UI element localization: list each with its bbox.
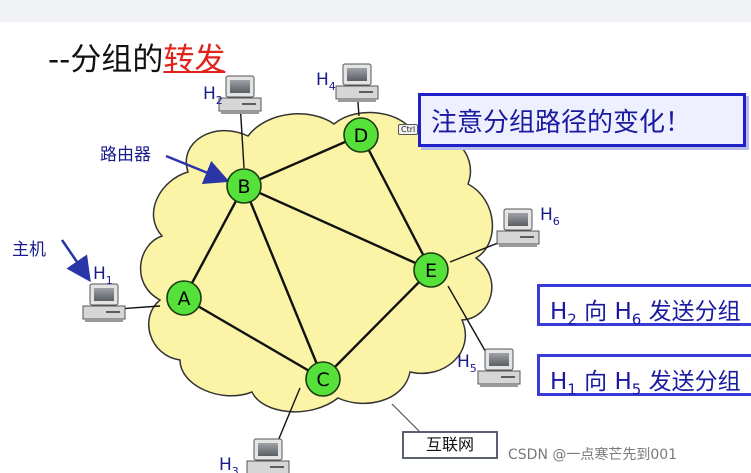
host-label-h2: H2 — [203, 84, 223, 107]
link-A-B — [182, 185, 246, 299]
router-label-b: B — [237, 176, 250, 198]
router-c: C — [305, 361, 341, 397]
note-path-change: 注意分组路径的变化！ — [418, 93, 746, 147]
host-label-h5: H5 — [457, 352, 477, 375]
internet-label: 互联网 — [402, 431, 498, 459]
router-callout-arrow — [165, 154, 230, 185]
host-label-h1: H1 — [93, 264, 113, 287]
router-b: B — [226, 168, 262, 204]
router-label-e: E — [425, 260, 437, 282]
link-D-E — [359, 134, 433, 271]
host-label-h6: H6 — [540, 205, 560, 228]
window-top-bar — [0, 0, 751, 22]
host-label: 主机 — [12, 240, 46, 260]
router-label-d: D — [354, 125, 369, 147]
computer-icon-h2 — [218, 75, 262, 114]
computer-icon-h5 — [477, 348, 521, 387]
routers-layer: A B C D E — [166, 117, 449, 397]
router-e: E — [413, 252, 449, 288]
router-a: A — [166, 280, 202, 316]
host-callout-arrow — [60, 239, 91, 283]
router-label: 路由器 — [100, 145, 151, 165]
computer-icon-h3 — [246, 438, 290, 473]
note-h1-to-h5: H1 向 H5 发送分组 — [537, 354, 751, 399]
router-label-c: C — [316, 369, 329, 391]
computer-icon-h1 — [82, 283, 126, 322]
ctrl-tag: Ctrl — [398, 124, 419, 135]
links-layer — [182, 133, 433, 381]
router-label-a: A — [178, 288, 191, 310]
host-label-h4: H4 — [316, 70, 336, 93]
link-A-C — [183, 296, 324, 381]
host-label-h3: H3 — [219, 455, 239, 473]
cloud-callout-line — [391, 403, 421, 433]
note-h2-to-h6: H2 向 H6 发送分组 — [537, 284, 751, 329]
computer-icon-h6 — [496, 208, 540, 247]
link-B-C — [242, 185, 325, 380]
computer-icon-h4 — [335, 63, 379, 102]
link-C-E — [322, 269, 432, 380]
link-B-E — [243, 184, 432, 272]
slide-title: --分组的转发 — [48, 42, 226, 78]
title-highlight: 转发 — [163, 42, 226, 78]
watermark: CSDN @一点寒芒先到001 — [508, 447, 678, 463]
link-B-D — [243, 133, 362, 188]
router-d: D — [343, 117, 379, 153]
